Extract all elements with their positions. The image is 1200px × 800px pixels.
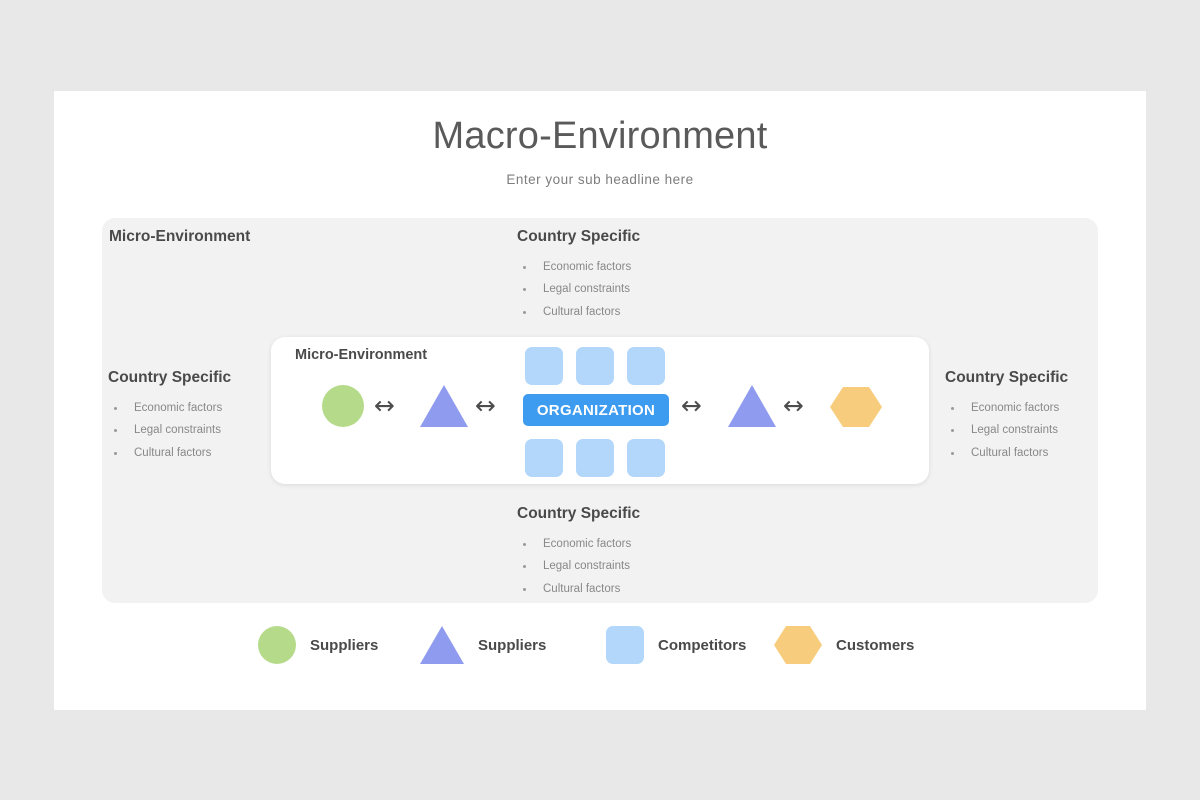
list-item: Cultural factors <box>517 301 640 323</box>
country-specific-title: Country Specific <box>517 505 641 522</box>
legend-hexagon-icon <box>774 626 822 664</box>
legend-label: Suppliers <box>478 636 547 654</box>
list-item: Legal constraints <box>945 419 1068 441</box>
list-item: Economic factors <box>517 533 640 555</box>
legend-label: Customers <box>836 636 915 654</box>
country-specific-list: Economic factors Legal constraints Cultu… <box>517 533 640 600</box>
slide-canvas: Macro-Environment Enter your sub headlin… <box>54 91 1146 710</box>
legend-item-suppliers-circle: Suppliers <box>258 619 378 671</box>
legend-item-customers: Customers <box>774 619 914 671</box>
supplier-circle-shape <box>322 385 364 427</box>
bidirectional-arrow-icon: ↔ <box>783 391 804 420</box>
country-specific-block-right: Country Specific Economic factors Legal … <box>945 369 1068 464</box>
organization-badge: ORGANIZATION <box>523 394 669 426</box>
list-item: Legal constraints <box>517 278 640 300</box>
legend-item-competitors: Competitors <box>606 619 746 671</box>
competitor-square-shape <box>627 439 665 477</box>
country-specific-list: Economic factors Legal constraints Cultu… <box>945 397 1068 464</box>
competitor-square-shape <box>525 439 563 477</box>
macro-panel-label: Micro-Environment <box>109 228 251 245</box>
page-title: Macro-Environment <box>432 115 768 157</box>
list-item: Legal constraints <box>108 419 231 441</box>
bidirectional-arrow-icon: ↔ <box>374 391 395 420</box>
list-item: Legal constraints <box>517 555 640 577</box>
micro-card-label: Micro-Environment <box>295 347 428 363</box>
country-specific-block-bottom: Country Specific Economic factors Legal … <box>517 505 640 600</box>
country-specific-title: Country Specific <box>945 369 1069 386</box>
list-item: Economic factors <box>108 397 231 419</box>
customer-hexagon-shape <box>830 387 882 427</box>
competitor-square-shape <box>525 347 563 385</box>
legend-item-suppliers-triangle: Suppliers <box>420 619 546 671</box>
legend-circle-icon <box>258 626 296 664</box>
legend-label: Competitors <box>658 636 747 654</box>
country-specific-title: Country Specific <box>108 369 232 386</box>
list-item: Cultural factors <box>517 578 640 600</box>
list-item: Economic factors <box>517 256 640 278</box>
country-specific-block-top: Country Specific Economic factors Legal … <box>517 228 640 323</box>
list-item: Economic factors <box>945 397 1068 419</box>
bidirectional-arrow-icon: ↔ <box>475 391 496 420</box>
country-specific-list: Economic factors Legal constraints Cultu… <box>517 256 640 323</box>
legend: Suppliers Suppliers Competitors Customer… <box>54 619 1146 671</box>
competitor-square-shape <box>627 347 665 385</box>
list-item: Cultural factors <box>945 442 1068 464</box>
supplier-triangle-shape <box>420 385 468 427</box>
country-specific-block-left: Country Specific Economic factors Legal … <box>108 369 231 464</box>
legend-label: Suppliers <box>310 636 379 654</box>
supplier-triangle-shape <box>728 385 776 427</box>
legend-square-icon <box>606 626 644 664</box>
country-specific-list: Economic factors Legal constraints Cultu… <box>108 397 231 464</box>
list-item: Cultural factors <box>108 442 231 464</box>
bidirectional-arrow-icon: ↔ <box>681 391 702 420</box>
legend-triangle-icon <box>420 626 464 664</box>
country-specific-title: Country Specific <box>517 228 641 245</box>
competitor-square-shape <box>576 439 614 477</box>
competitor-square-shape <box>576 347 614 385</box>
page-subtitle: Enter your sub headline here <box>506 172 694 187</box>
